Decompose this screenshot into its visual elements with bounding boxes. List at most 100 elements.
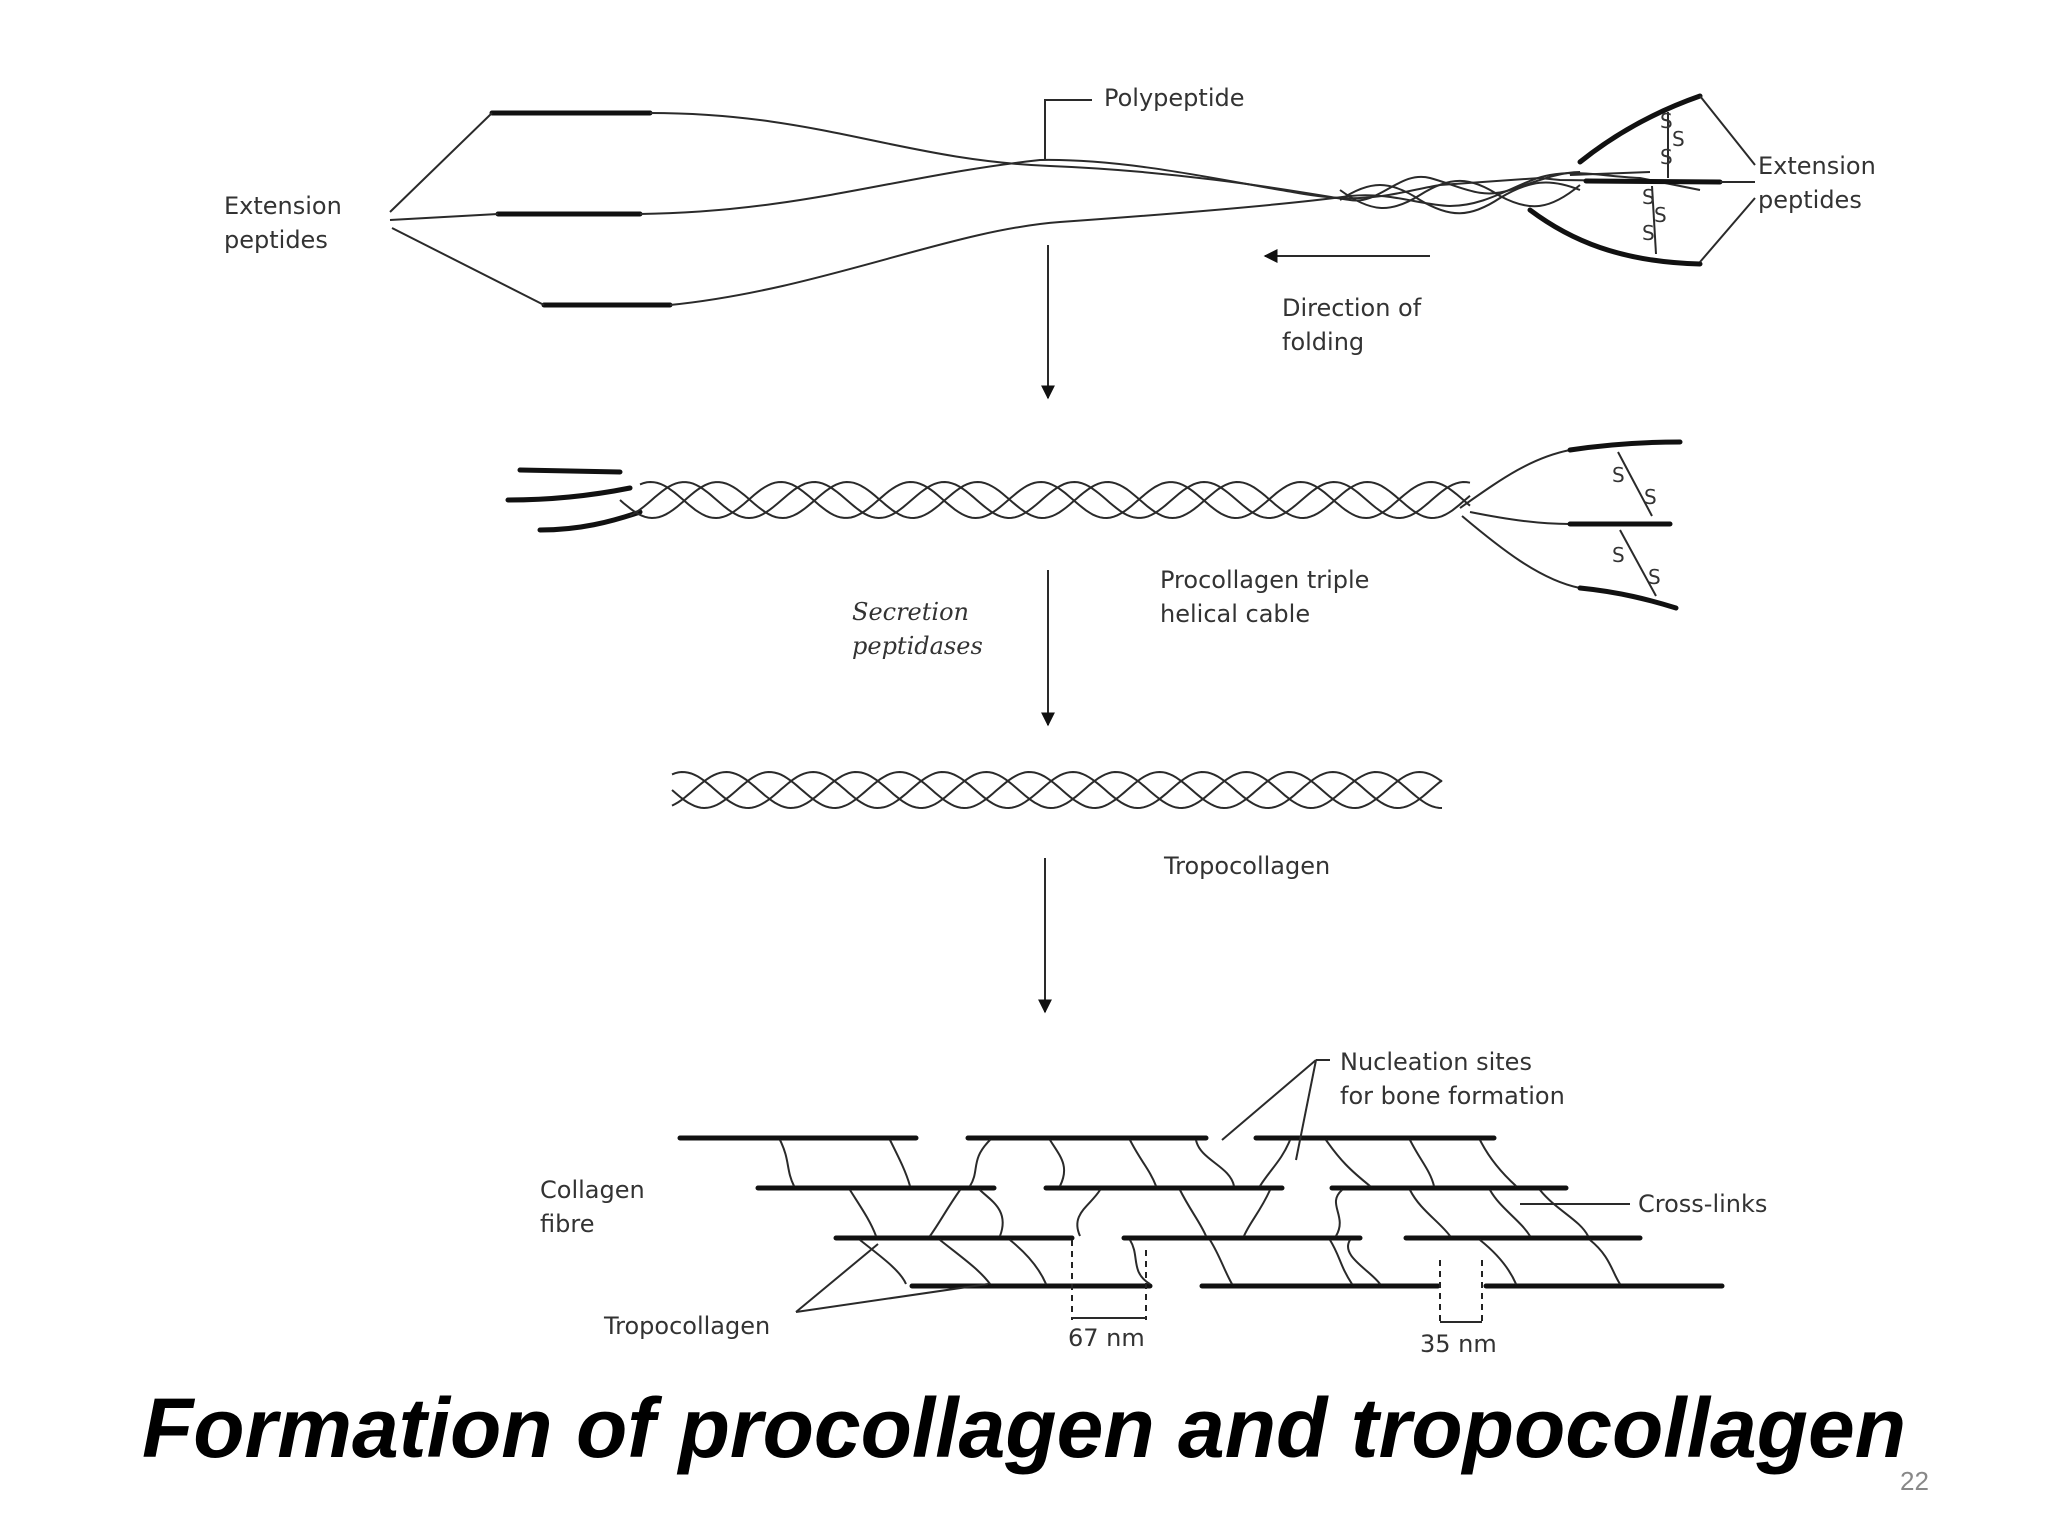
crosslink [889, 1139, 911, 1187]
nucleation-pointer-2 [1295, 1059, 1317, 1161]
crosslink [1325, 1139, 1371, 1187]
tropocollagen-fibre-label: Tropocollagen [603, 1312, 770, 1340]
gap-67nm-label: 67 nm [1068, 1324, 1145, 1352]
tropocollagen-strand-3 [671, 770, 1443, 810]
disulfide-s-6: S [1642, 221, 1655, 245]
crosslink [1409, 1139, 1435, 1187]
crosslink [1179, 1189, 1207, 1237]
procollagen-left-peptide-bottom [537, 509, 643, 533]
procollagen-helix-strand-2 [629, 480, 1471, 520]
gap-35nm-label: 35 nm [1420, 1330, 1497, 1358]
disulfide-s-3: S [1660, 145, 1673, 169]
procollagen-right-strand-bottom [1461, 515, 1581, 589]
crosslink [1243, 1189, 1271, 1237]
crosslink [1539, 1189, 1589, 1237]
procollagen-right-strand-top [1459, 449, 1571, 509]
tropocollagen-label: Tropocollagen [1163, 852, 1330, 880]
crosslink [1009, 1239, 1047, 1285]
crosslink [1259, 1139, 1291, 1187]
crosslink [1129, 1239, 1151, 1285]
procollagen-right-strand-middle [1469, 511, 1571, 525]
extension-peptides-right-label-1: Extension [1758, 152, 1876, 180]
pointer-left-middle [389, 213, 499, 221]
disulfide-s-5: S [1654, 203, 1667, 227]
extension-peptides-right-label-2: peptides [1758, 186, 1862, 214]
procollagen-left-peptide-middle [505, 485, 633, 503]
crosslink [929, 1189, 961, 1237]
direction-of-folding-label-1: Direction of [1282, 294, 1422, 322]
crosslink [939, 1239, 991, 1285]
polypeptide-strand-3 [669, 172, 1701, 306]
folding-helix-a [1339, 181, 1581, 215]
procollagen-left-peptide-top [517, 467, 623, 475]
secretion-peptidases-label-2: peptidases [852, 632, 983, 660]
crosslink [1076, 1189, 1101, 1237]
crosslink [1209, 1239, 1233, 1285]
folding-helix-b [1339, 179, 1581, 209]
crosslink [1195, 1139, 1235, 1187]
polypeptide-pointer [1044, 99, 1092, 160]
procollagen-s-3: S [1612, 543, 1625, 567]
extension-peptide-right-top [1577, 93, 1703, 165]
stage-collagen-fibre [677, 1059, 1725, 1324]
disulfide-bond-bottom [1651, 185, 1657, 255]
nucleation-sites-label-1: Nucleation sites [1340, 1048, 1532, 1076]
crosslink [1589, 1239, 1621, 1285]
procollagen-s-4: S [1648, 565, 1661, 589]
tropocollagen-strand-2 [671, 770, 1443, 810]
disulfide-s-2: S [1672, 127, 1685, 151]
procollagen-disulfide-top [1617, 451, 1653, 517]
procollagen-helix-strand-1 [619, 480, 1471, 520]
procollagen-s-1: S [1612, 463, 1625, 487]
polypeptide-label: Polypeptide [1104, 84, 1244, 112]
procollagen-label-1: Procollagen triple [1160, 566, 1369, 594]
stage-polypeptide: S S S S S S [389, 93, 1756, 308]
crosslink [779, 1139, 795, 1187]
pointer-right-top [1699, 95, 1756, 166]
crosslink [1347, 1239, 1381, 1285]
procollagen-s-2: S [1644, 485, 1657, 509]
crosslink [1335, 1189, 1343, 1237]
nucleation-pointer-1 [1221, 1059, 1317, 1141]
extension-peptide-right-bottom [1527, 207, 1703, 267]
collagen-fibre-label-2: fibre [540, 1210, 594, 1238]
pointer-left-top [389, 112, 493, 213]
tropocollagen-strand-1 [671, 770, 1443, 810]
procollagen-label-2: helical cable [1160, 600, 1310, 628]
slide-title: Formation of procollagen and tropocollag… [141, 1381, 1907, 1475]
extension-peptide-right-middle [1583, 178, 1723, 185]
pointer-right-bottom [1699, 197, 1756, 263]
crosslink [1479, 1239, 1517, 1285]
procollagen-disulfide-bottom [1619, 529, 1657, 597]
crosslink [1049, 1139, 1066, 1187]
procollagen-right-peptide-top [1567, 439, 1683, 453]
stage-procollagen: S S S S [505, 439, 1683, 611]
stage-tropocollagen [671, 770, 1443, 810]
disulfide-s-1: S [1660, 109, 1673, 133]
collagen-fibre-label-1: Collagen [540, 1176, 645, 1204]
disulfide-s-4: S [1642, 185, 1655, 209]
crosslinks-label: Cross-links [1638, 1190, 1767, 1218]
crosslink [969, 1139, 991, 1187]
crosslink [1329, 1239, 1353, 1285]
crosslink [849, 1189, 877, 1237]
polypeptide-strand-1 [649, 112, 1651, 202]
direction-of-folding-label-2: folding [1282, 328, 1364, 356]
secretion-peptidases-label-1: Secretion [852, 598, 969, 626]
tropocollagen-pointer-2 [795, 1283, 989, 1313]
pointer-left-bottom [391, 227, 545, 306]
page-number: 22 [1900, 1466, 1929, 1496]
procollagen-helix-strand-3 [639, 480, 1471, 520]
crosslink [859, 1239, 907, 1285]
procollagen-right-peptide-bottom [1577, 585, 1679, 611]
crosslink [979, 1189, 1004, 1237]
crosslink [1129, 1139, 1157, 1187]
extension-peptides-left-label-2: peptides [224, 226, 328, 254]
crosslink [1409, 1189, 1451, 1237]
polypeptide-strand-2 [639, 158, 1721, 215]
nucleation-sites-label-2: for bone formation [1340, 1082, 1565, 1110]
crosslink [1479, 1139, 1517, 1187]
extension-peptides-left-label-1: Extension [224, 192, 342, 220]
tropocollagen-pointer-1 [795, 1243, 879, 1313]
